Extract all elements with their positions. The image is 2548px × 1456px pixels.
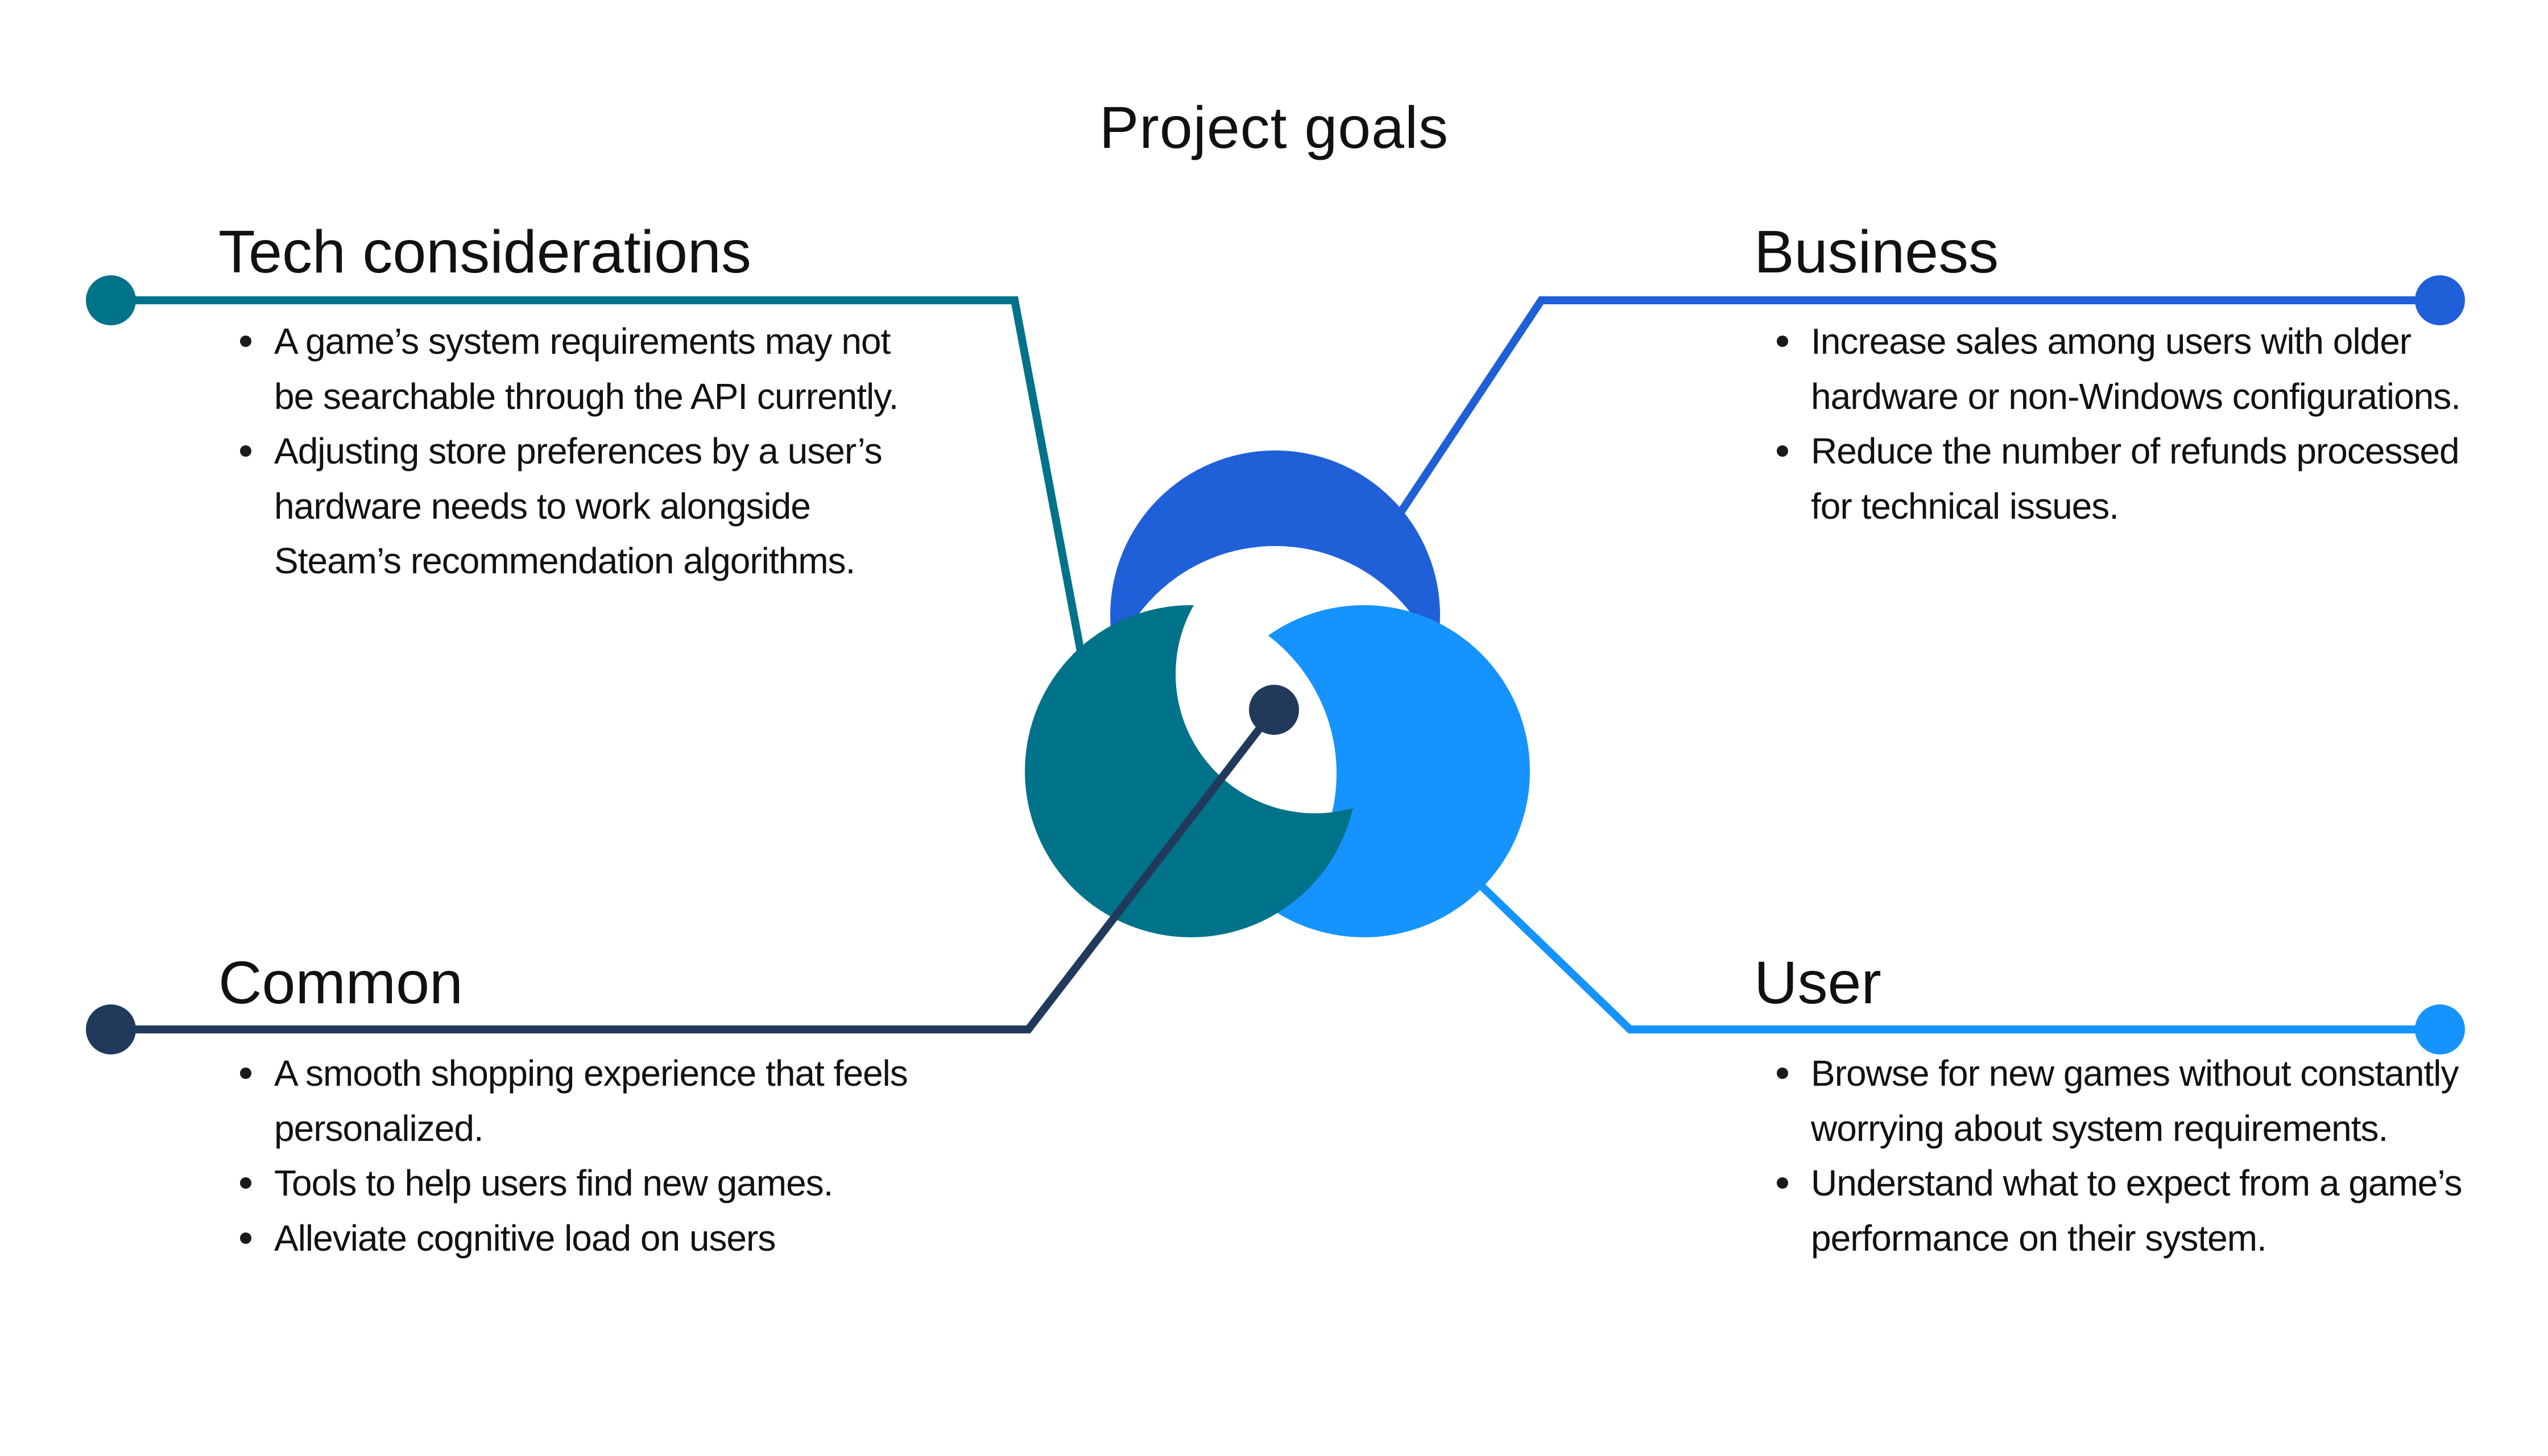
common-heading: Common — [218, 949, 464, 1016]
tech-end-dot — [86, 275, 136, 325]
user-bullet-list: Browse for new games without constantly … — [1772, 1046, 2465, 1265]
page-title: Project goals — [1099, 95, 1449, 161]
center-dot — [1249, 685, 1299, 735]
list-item: Browse for new games without constantly … — [1777, 1046, 2465, 1156]
list-item: Reduce the number of refunds processed f… — [1777, 424, 2465, 533]
common-end-dot — [86, 1004, 136, 1054]
list-item: Adjusting store preferences by a user’s … — [240, 424, 928, 589]
list-item: Alleviate cognitive load on users — [240, 1211, 928, 1266]
list-item: Increase sales among users with older ha… — [1777, 314, 2465, 424]
list-item: A smooth shopping experience that feels … — [240, 1046, 928, 1156]
business-end-dot — [2415, 275, 2465, 325]
tech-connector-line — [111, 296, 1085, 652]
user-connector-line — [1479, 883, 2440, 1033]
business-bullet-list: Increase sales among users with older ha… — [1772, 314, 2465, 533]
tech-crescent — [1025, 605, 1357, 937]
list-item: A game’s system requirements may not be … — [240, 314, 928, 424]
list-item: Tools to help users find new games. — [240, 1156, 928, 1211]
tech-heading: Tech considerations — [218, 218, 751, 286]
user-heading: User — [1754, 949, 1881, 1016]
user-end-dot — [2415, 1004, 2465, 1054]
business-connector-line — [1397, 296, 2440, 515]
common-connector-line — [111, 707, 1277, 1033]
business-heading: Business — [1754, 218, 1999, 286]
list-item: Understand what to expect from a game’s … — [1777, 1156, 2465, 1265]
common-bullet-list: A smooth shopping experience that feels … — [235, 1046, 928, 1265]
tech-bullet-list: A game’s system requirements may not be … — [235, 314, 928, 589]
